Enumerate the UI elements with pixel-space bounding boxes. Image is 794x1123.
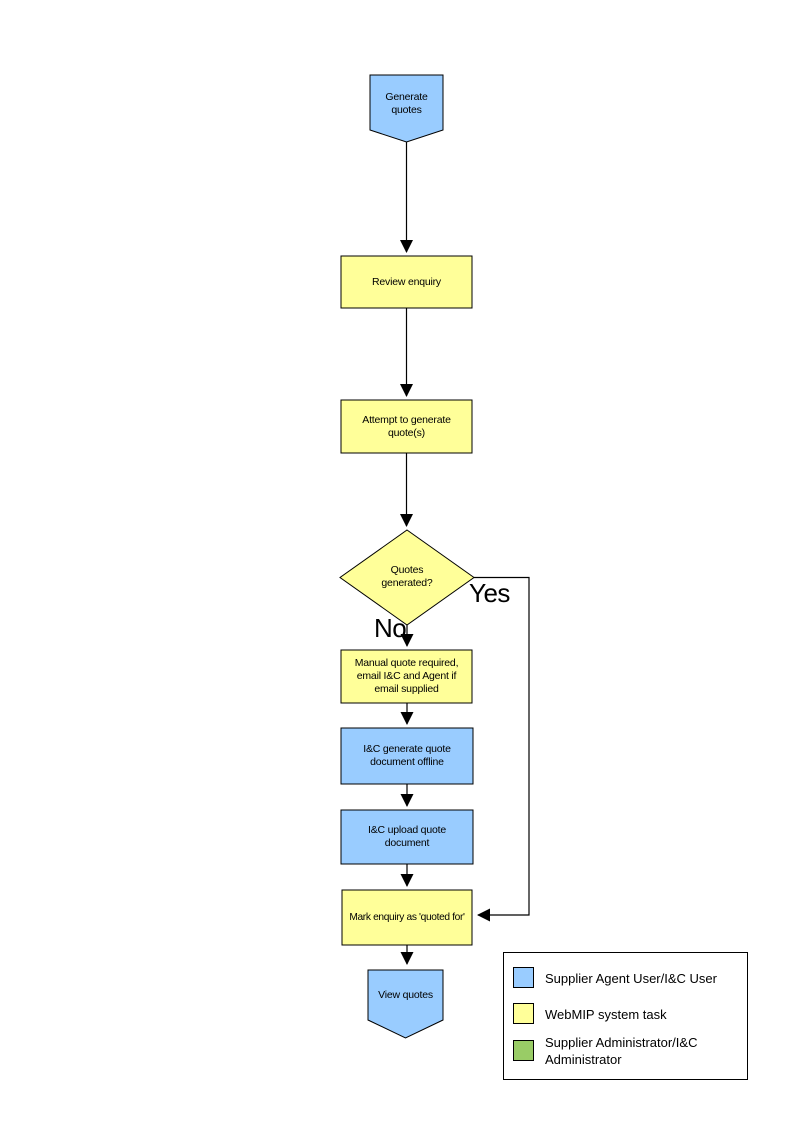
start-node-label: Generate quotes — [385, 90, 428, 116]
upload-node-shape — [340, 809, 474, 865]
legend-label-system-task: WebMIP system task — [545, 1007, 667, 1022]
offline-node-label: I&C generate quote document offline — [363, 743, 451, 768]
legend-label-admin-task: Supplier Administrator/I&C Administrator — [545, 1035, 698, 1067]
offline-node-shape — [340, 727, 474, 785]
yes-branch-label: Yes — [469, 578, 510, 608]
manual-node-shape — [340, 649, 473, 704]
end-node-label: View quotes — [378, 988, 433, 1001]
attempt-node-shape — [340, 399, 473, 454]
legend-swatch-system-task — [513, 1003, 534, 1024]
decision-node-shape — [339, 529, 475, 626]
legend-swatch-user-task — [513, 967, 534, 988]
connector-yes-branch — [474, 576, 530, 922]
review-node-shape — [340, 255, 473, 309]
decision-node-label: Quotes generated? — [381, 564, 433, 589]
review-node-label: Review enquiry — [372, 275, 441, 288]
upload-node-label: I&C upload quote document — [368, 824, 446, 849]
no-branch-label: No — [374, 613, 407, 643]
attempt-node-label: Attempt to generate quote(s) — [362, 413, 451, 439]
mark-node-shape — [341, 889, 473, 946]
manual-node-label: Manual quote required, email I&C and Age… — [354, 657, 459, 695]
end-node-shape — [367, 969, 444, 1039]
legend-label-user-task: Supplier Agent User/I&C User — [545, 971, 717, 986]
legend-box: Supplier Agent User/I&C User WebMIP syst… — [503, 952, 748, 1080]
start-node-shape — [369, 74, 444, 143]
legend-swatch-admin-task — [513, 1040, 534, 1061]
mark-node-label: Mark enquiry as 'quoted for' — [349, 912, 465, 923]
